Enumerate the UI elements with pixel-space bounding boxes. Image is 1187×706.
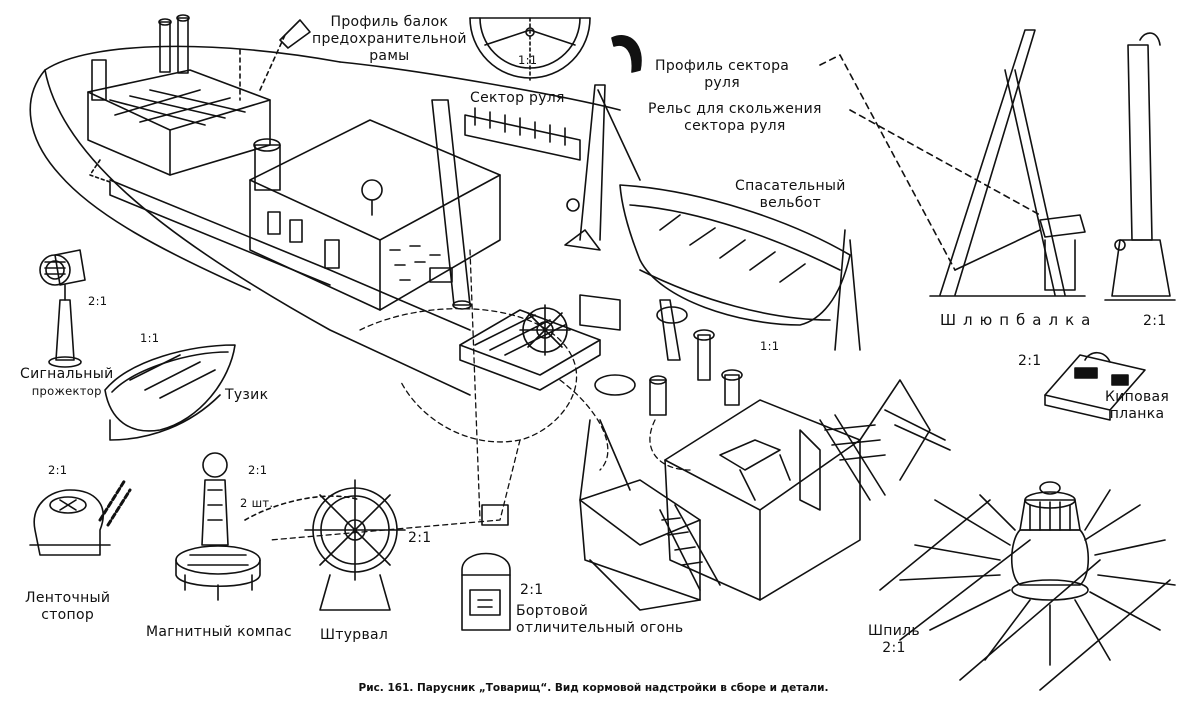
- davit-scale: 2:1: [1143, 313, 1167, 329]
- beam-profile-line-2: предохранительной: [312, 31, 467, 47]
- rudder-sector-label: Сектор руля: [470, 90, 565, 106]
- side-light-line-1: Бортовой: [516, 603, 589, 619]
- stern-frame: [87, 14, 271, 183]
- chain-stopper-drawing: [29, 478, 132, 556]
- lifeboat-label: Спасательный вельбот: [735, 178, 846, 212]
- profile-arrow: [279, 19, 311, 49]
- rudder-sector-scale: 1:1: [518, 53, 538, 67]
- chain-stopper-line-1: Ленточный: [25, 590, 111, 606]
- davit-detail: [819, 29, 1176, 301]
- chain-stopper-label: Ленточный стопор: [25, 590, 110, 624]
- mizzen-mast: [431, 99, 472, 310]
- figure-caption: Рис. 161. Парусник „Товарищ“. Вид кормов…: [358, 682, 829, 694]
- fairlead-scale: 2:1: [1018, 353, 1042, 369]
- lifeboat-line-2: вельбот: [759, 195, 822, 211]
- capstan-scale: 2:1: [882, 640, 906, 656]
- fairlead-line-2: планка: [1109, 406, 1165, 422]
- dinghy-scale: 1:1: [140, 331, 160, 345]
- magnetic-compass-drawing: [175, 452, 261, 601]
- sector-rail-label: Рельс для скольжения сектора руля: [648, 101, 822, 135]
- capstan-line-1: Шпиль: [868, 623, 920, 639]
- chain-stopper-line-2: стопор: [41, 607, 95, 623]
- deckhouse: [249, 119, 501, 311]
- sector-rail-line-2: сектора руля: [684, 118, 786, 134]
- beam-profile-line-1: Профиль балок: [330, 14, 449, 30]
- fairlead-detail: [1044, 351, 1146, 421]
- davit-label: Шлюпбалка: [940, 311, 1098, 329]
- steering-wheel-drawing: [304, 479, 406, 611]
- poop-structure: [579, 299, 951, 611]
- capstan-label: Шпиль 2:1: [868, 623, 920, 657]
- deck-crane: [564, 84, 641, 251]
- magnetic-compass-label: Магнитный компас: [146, 624, 292, 640]
- signal-projector-label: Сигнальный прожектор: [20, 366, 113, 400]
- compass-count: 2 шт.: [240, 496, 274, 510]
- side-light-drawing: [461, 552, 511, 631]
- signal-projector-scale: 2:1: [88, 294, 108, 308]
- sector-profile-label: Профиль сектора руля: [655, 58, 789, 92]
- dinghy-label: Тузик: [225, 387, 269, 403]
- sector-rail-line-1: Рельс для скольжения: [648, 101, 822, 117]
- fairlead-label: Киповая планка: [1105, 389, 1169, 423]
- stern-deck-outline: [29, 45, 621, 396]
- chain-stopper-scale: 2:1: [48, 463, 68, 477]
- signal-projector-drawing: [39, 249, 86, 368]
- sector-profile-line-2: руля: [704, 75, 740, 91]
- signal-projector-line-1: Сигнальный: [20, 366, 114, 382]
- lifeboat-drawing: [619, 184, 861, 351]
- side-light-label: Бортовой отличительный огонь: [516, 603, 683, 637]
- rudder-sector-detail: [469, 17, 591, 81]
- beam-profile-label: Профиль балок предохранительной рамы: [312, 14, 467, 65]
- deck-fitting: [481, 504, 509, 526]
- side-light-line-2: отличительный огонь: [516, 620, 684, 636]
- rudder-rail: [464, 107, 581, 161]
- side-light-scale: 2:1: [520, 582, 544, 598]
- lifeboat-line-1: Спасательный: [735, 178, 846, 194]
- sector-profile-line-1: Профиль сектора: [655, 58, 790, 74]
- dashed-connectors: [269, 249, 691, 541]
- wheel-scale: 2:1: [408, 530, 432, 546]
- capstan-detail: [879, 481, 1176, 691]
- steering-wheel-label: Штурвал: [320, 627, 389, 643]
- compass-scale: 2:1: [248, 463, 268, 477]
- dinghy-drawing: [104, 344, 236, 441]
- lifeboat-scale: 1:1: [760, 339, 780, 353]
- signal-projector-line-2: прожектор: [31, 384, 102, 398]
- fairlead-line-1: Киповая: [1105, 389, 1170, 405]
- beam-profile-line-3: рамы: [369, 48, 410, 64]
- deck-helm: [459, 294, 621, 391]
